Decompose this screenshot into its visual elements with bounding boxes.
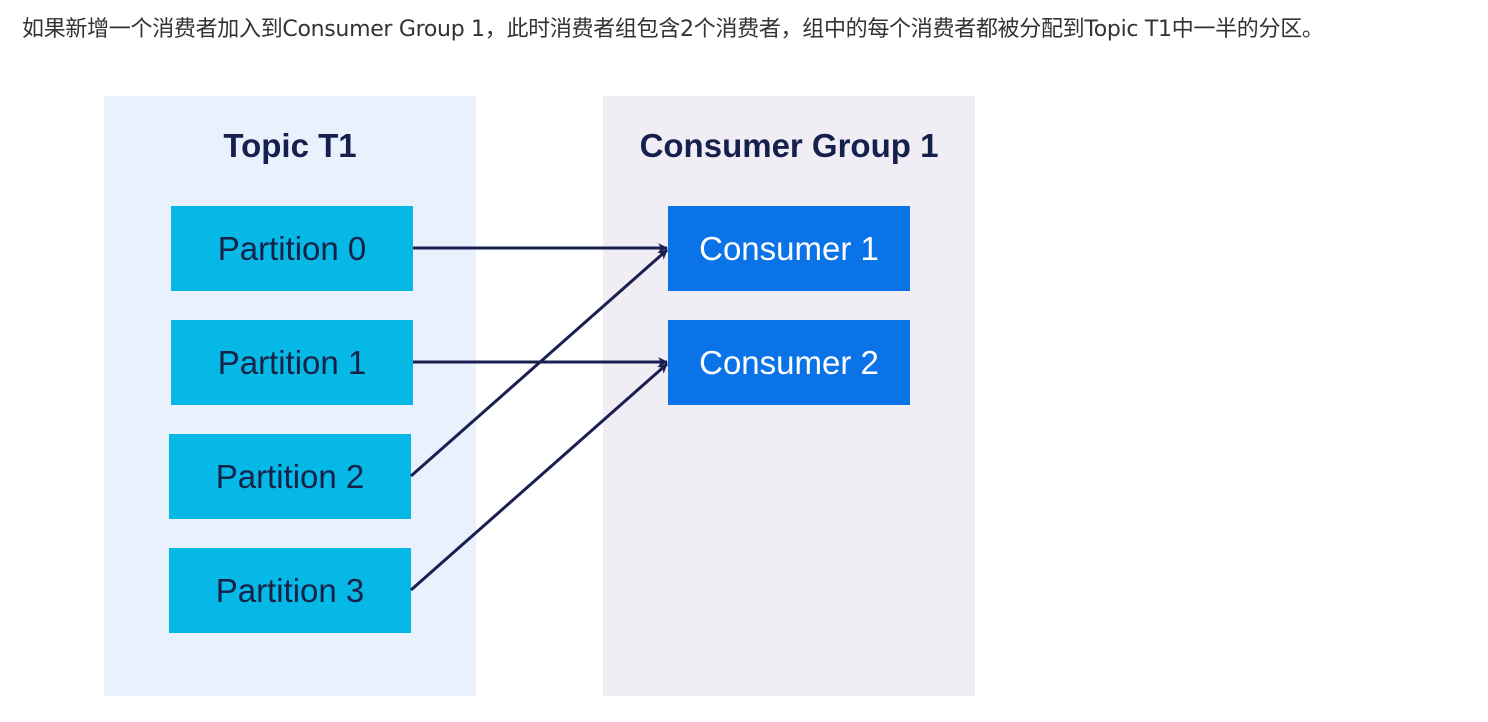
partition-2-box: Partition 2	[169, 434, 411, 519]
partition-0-box: Partition 0	[171, 206, 413, 291]
topic-title: Topic T1	[223, 127, 357, 164]
consumer-1-box: Consumer 1	[668, 206, 910, 291]
consumer-group-title: Consumer Group 1	[639, 127, 939, 164]
arrow-partition-2-to-consumer-1	[410, 248, 668, 478]
partition-3-box: Partition 3	[169, 548, 411, 633]
partition-1-box: Partition 1	[171, 320, 413, 405]
intro-paragraph: 如果新增一个消费者加入到Consumer Group 1，此时消费者组包含2个消…	[22, 17, 1324, 42]
arrow-partition-3-to-consumer-2	[410, 362, 668, 592]
consumer-group-panel: Consumer Group 1	[603, 96, 975, 696]
consumer-2-box: Consumer 2	[668, 320, 910, 405]
